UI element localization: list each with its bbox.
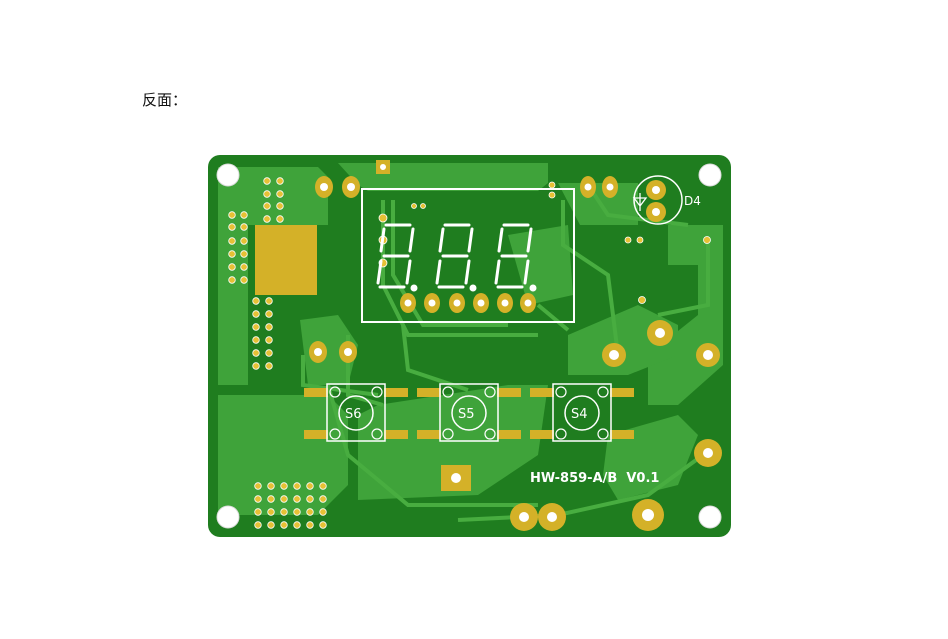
- led-d4-label: D4: [684, 194, 701, 208]
- display-outline: [361, 188, 575, 323]
- mounting-hole-bottom-left: [216, 505, 240, 529]
- via-grid-bottom: [254, 482, 327, 529]
- via-grid-left: [228, 211, 248, 284]
- board-model-label: HW-859-A/B V0.1: [530, 471, 659, 486]
- mounting-hole-top-left: [216, 163, 240, 187]
- mounting-hole-top-right: [698, 163, 722, 187]
- display-segments: [376, 223, 537, 292]
- button-s4-label: S4: [571, 407, 588, 422]
- button-s5-label: S5: [458, 407, 475, 422]
- seven-segment-display: [361, 188, 575, 323]
- via-grid-top: [263, 177, 284, 223]
- copper-pours: [218, 163, 723, 515]
- mounting-holes: [216, 163, 722, 529]
- pcb-board-image: D4 S6 S5: [208, 155, 731, 537]
- digit-3: [494, 223, 533, 289]
- gold-pad-block: [255, 225, 317, 295]
- mounting-hole-bottom-right: [698, 505, 722, 529]
- button-s5: S5: [417, 383, 521, 442]
- digit-1: [376, 223, 415, 289]
- button-s6-label: S6: [345, 407, 362, 422]
- button-s4: S4: [530, 383, 634, 442]
- button-s6: S6: [304, 383, 408, 442]
- digit-2: [435, 223, 474, 289]
- led-d4: D4: [632, 175, 701, 225]
- page-caption: 反面：: [142, 91, 188, 109]
- via-grid-mid: [252, 297, 273, 370]
- pad-holes: [314, 164, 713, 522]
